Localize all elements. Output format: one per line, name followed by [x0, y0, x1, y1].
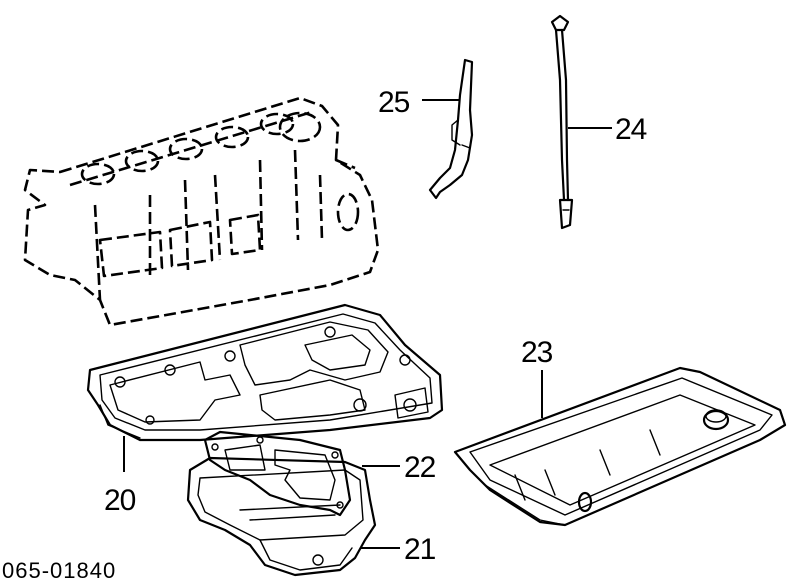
oil-level-dipstick — [550, 14, 574, 230]
engine-block-outline — [23, 96, 380, 327]
oil-level-gauge-guide — [428, 58, 474, 200]
oil-pan-baffle-plate — [203, 430, 352, 517]
upper-oil-pan — [86, 303, 444, 442]
leader-lines — [123, 99, 612, 549]
lower-oil-pan — [186, 456, 377, 577]
diagram-part-number: 065-01840 — [2, 558, 116, 583]
callout-25: 25 — [378, 86, 410, 119]
callout-23: 23 — [521, 336, 553, 369]
callout-24: 24 — [615, 113, 647, 146]
callout-20: 20 — [104, 484, 136, 517]
oil-pan — [453, 366, 787, 527]
callout-21: 21 — [404, 533, 436, 566]
callout-22: 22 — [404, 451, 436, 484]
